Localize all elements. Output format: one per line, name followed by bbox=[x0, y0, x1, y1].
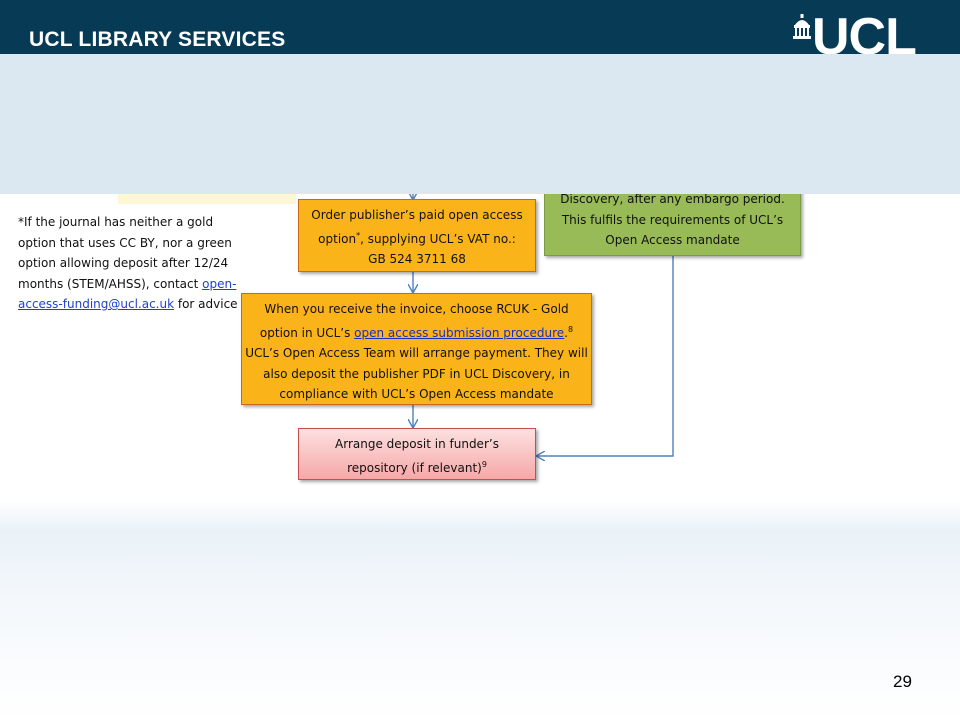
invoice-box-line-3: UCL’s Open Access Team will arrange paym… bbox=[245, 346, 588, 360]
header-title: UCL LIBRARY SERVICES bbox=[29, 28, 286, 51]
title-placeholder-band bbox=[0, 54, 960, 194]
email-link[interactable]: open-access-funding@ucl.ac.uk bbox=[18, 276, 237, 312]
invoice-box-line-2: option in UCL’s open access submission p… bbox=[259, 324, 574, 340]
portico-dome-icon bbox=[793, 14, 811, 39]
order-box-line-1: Order publisher’s paid open access bbox=[311, 208, 523, 222]
discovery-box-line-2: This fulfils the requirements of UCL’s bbox=[561, 212, 784, 227]
footnote-marker: * bbox=[18, 215, 24, 229]
arrow-discovery-to-deposit bbox=[537, 256, 674, 456]
discovery-box-line-1: Discovery, after any embargo period. bbox=[560, 192, 785, 206]
submission-procedure-link[interactable]: open access submission procedure bbox=[354, 325, 565, 340]
invoice-box-line-5: compliance with UCL’s Open Access mandat… bbox=[279, 387, 554, 401]
page-number: 29 bbox=[893, 672, 912, 691]
footnote-text-end: for advice bbox=[174, 297, 238, 311]
invoice-rcuk-gold-box: When you receive the invoice, choose RCU… bbox=[241, 293, 592, 405]
order-paid-oa-box: Order publisher’s paid open access optio… bbox=[298, 199, 536, 272]
deposit-box-line-2: repository (if relevant)9 bbox=[347, 459, 487, 475]
invoice-box-line-4: also deposit the publisher PDF in UCL Di… bbox=[263, 366, 570, 381]
order-box-line-3: GB 524 3711 68 bbox=[368, 252, 466, 266]
discovery-box-line-3: Open Access mandate bbox=[605, 233, 740, 247]
order-box-line-2: option*, supplying UCL’s VAT no.: bbox=[318, 230, 516, 246]
funder-repository-box: Arrange deposit in funder’s repository (… bbox=[298, 428, 536, 480]
invoice-box-line-1: When you receive the invoice, choose RCU… bbox=[264, 302, 569, 316]
header-bar: UCL LIBRARY SERVICES UCL bbox=[0, 0, 960, 66]
footnote-text: If the journal has neither a gold option… bbox=[18, 215, 232, 291]
deposit-box-line-1: Arrange deposit in funder’s bbox=[335, 437, 499, 451]
footnote: *If the journal has neither a gold optio… bbox=[18, 212, 238, 315]
